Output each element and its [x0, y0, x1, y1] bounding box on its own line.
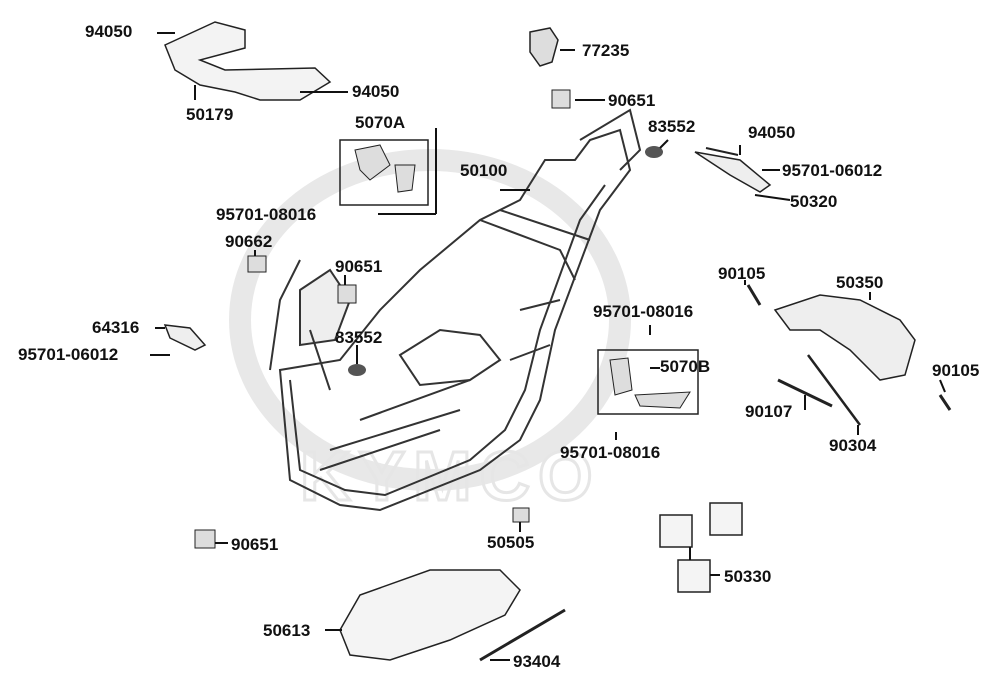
- undercover-50613: [339, 569, 521, 661]
- label-90651-top: 90651: [608, 91, 656, 110]
- cushion-83552-a: [645, 146, 663, 158]
- bracket-5070B-part: [609, 357, 691, 409]
- label-94050-top: 94050: [85, 22, 133, 41]
- label-50350: 50350: [836, 273, 884, 292]
- bushing-90651-a: [551, 89, 571, 109]
- kymco-watermark-logo: [229, 149, 631, 491]
- label-5070A: 5070A: [355, 113, 406, 132]
- label-50100: 50100: [460, 161, 508, 180]
- pads-50330: [659, 502, 743, 593]
- bracket-50179: [164, 21, 332, 101]
- label-94050-mid: 94050: [352, 82, 400, 101]
- label-90107: 90107: [745, 402, 793, 421]
- bushing-90651-c: [194, 529, 216, 549]
- bracket-5070B-box: [597, 349, 699, 415]
- bolt-90304: [806, 354, 862, 426]
- label-5070B: 5070B: [660, 357, 711, 376]
- label-90304: 90304: [829, 436, 877, 455]
- label-50505: 50505: [487, 533, 535, 552]
- label-50330: 50330: [724, 567, 772, 586]
- label-95701-06012-left: 95701-06012: [18, 345, 119, 364]
- label-77235: 77235: [582, 41, 630, 60]
- bracket-50350: [773, 294, 916, 381]
- label-95701-08016-top: 95701-08016: [216, 205, 317, 224]
- label-90662: 90662: [225, 232, 273, 251]
- cushion-83552-b: [348, 364, 366, 376]
- bolt-94050-c: [705, 147, 739, 156]
- label-90105-left: 90105: [718, 264, 766, 283]
- label-90651-bottom: 90651: [231, 535, 279, 554]
- bolt-90105-a: [746, 284, 762, 306]
- label-50179: 50179: [186, 105, 234, 124]
- bolt-90105-b: [938, 394, 952, 411]
- kymco-watermark-text: KYMCO: [300, 437, 601, 515]
- bushing-90662: [247, 255, 267, 273]
- bracket-50320: [694, 151, 772, 193]
- label-50613: 50613: [263, 621, 311, 640]
- rod-90107: [777, 378, 833, 408]
- label-94050-right: 94050: [748, 123, 796, 142]
- bracket-5070A-part: [354, 144, 416, 193]
- bushing-90651-b: [337, 284, 357, 304]
- rod-93404: [479, 608, 566, 662]
- label-95701-08016-mid: 95701-08016: [593, 302, 694, 321]
- clip-50505: [512, 507, 530, 523]
- label-90105-right: 90105: [932, 361, 980, 380]
- label-50320: 50320: [790, 192, 838, 211]
- leader-lines: [150, 32, 946, 661]
- label-83552-top: 83552: [648, 117, 696, 136]
- bracket-64316: [163, 324, 207, 351]
- label-64316: 64316: [92, 318, 140, 337]
- label-93404: 93404: [513, 652, 561, 671]
- label-83552-mid: 83552: [335, 328, 383, 347]
- label-95701-08016-bottom: 95701-08016: [560, 443, 661, 462]
- latch-77235: [529, 27, 559, 67]
- bracket-5070A-box: [339, 139, 429, 206]
- label-90651-mid: 90651: [335, 257, 383, 276]
- label-95701-06012-right: 95701-06012: [782, 161, 883, 180]
